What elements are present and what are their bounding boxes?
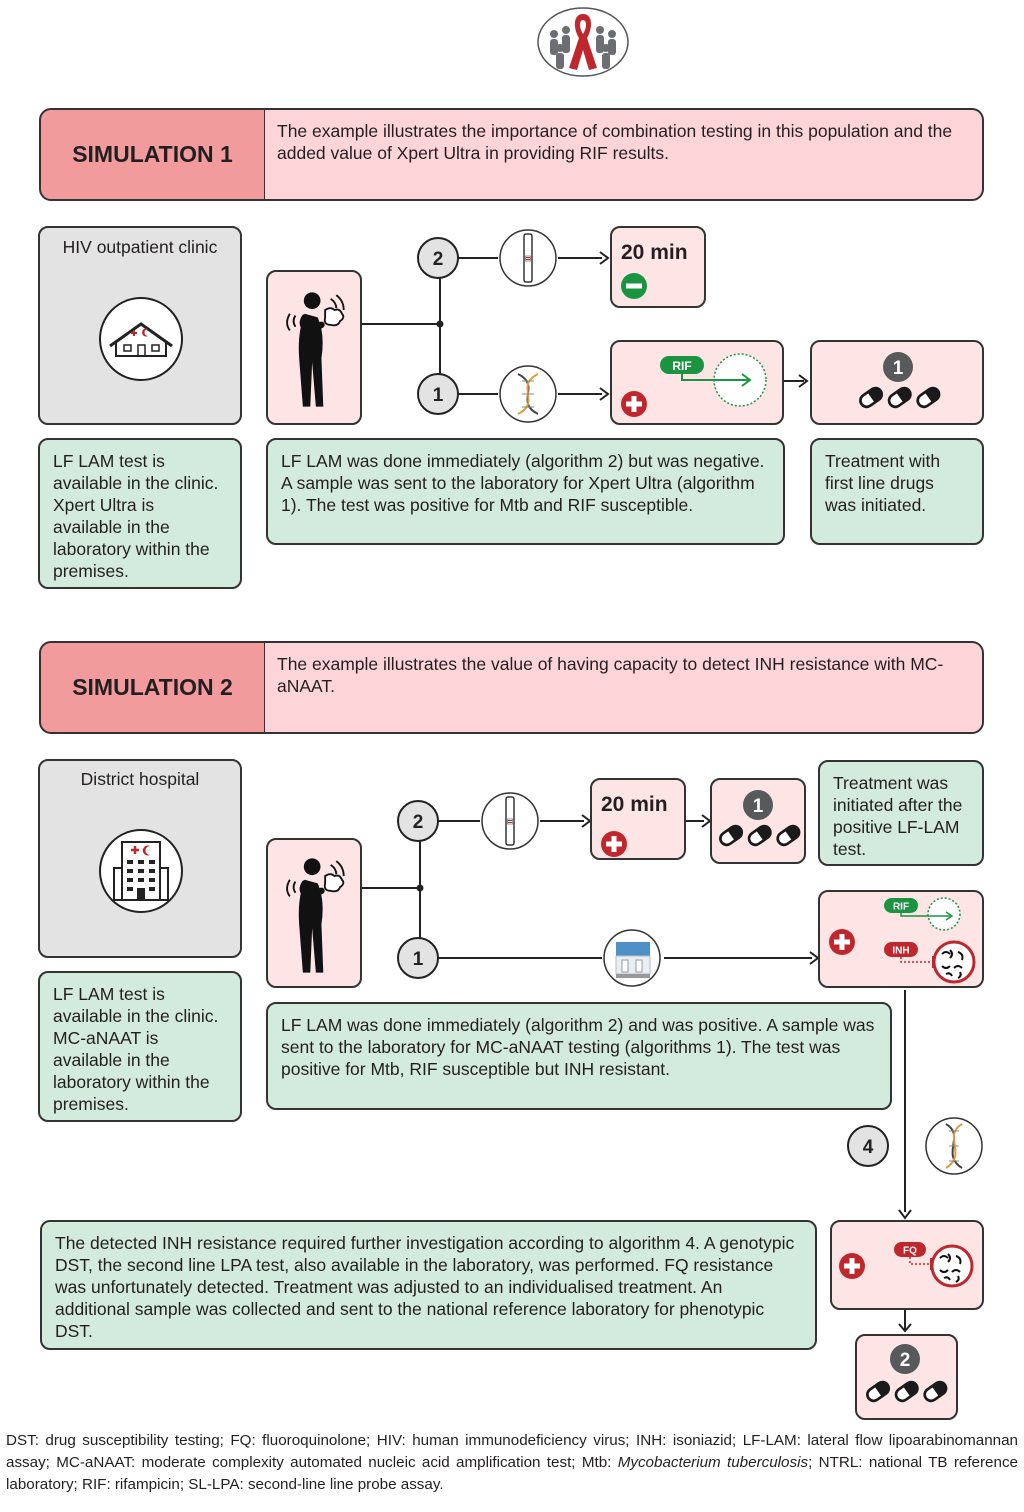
setting-availability-note: LF LAM test is available in the clinic. … [38, 971, 242, 1122]
hospital-building-icon [99, 829, 183, 913]
fq-resistant-icon: FQ [894, 1242, 974, 1288]
simulation-2-label: SIMULATION 2 [39, 641, 266, 734]
algorithm-1-number: 1 [413, 949, 424, 970]
algorithm-2-badge: 2 [397, 800, 439, 842]
regimen-2-number: 2 [900, 1350, 911, 1371]
first-line-treatment-card [810, 340, 984, 425]
lpa-to-regimen-connector [898, 1310, 912, 1333]
regimen-2-badge: 2 [890, 1344, 920, 1374]
regimen-1-number: 1 [753, 796, 764, 817]
algorithm-4-badge: 4 [847, 1125, 889, 1167]
abbreviations-footnote: DST: drug susceptibility testing; FQ: fl… [6, 1432, 1023, 1493]
algorithm-1-number: 1 [433, 385, 444, 406]
pills-icon [716, 818, 802, 854]
positive-result-icon [838, 1252, 866, 1280]
rif-tag-text: RIF [672, 359, 691, 373]
pills-icon [863, 1374, 949, 1410]
xpert-ultra-dna-icon [499, 365, 557, 423]
simulation-1-process-note: LF LAM was done immediately (algorithm 2… [266, 438, 785, 545]
setting-availability-note: LF LAM test is available in the clinic. … [38, 438, 242, 589]
turnaround-time-label: 20 min [601, 793, 668, 816]
coughing-patient-icon [276, 850, 352, 980]
algorithm-4-number: 4 [863, 1137, 874, 1158]
turnaround-time-label: 20 min [621, 241, 688, 264]
lf-lam-test-strip-icon [498, 228, 558, 288]
pills-icon [856, 380, 942, 416]
second-line-lpa-dna-icon [925, 1117, 983, 1175]
clinic-building-icon [99, 297, 183, 381]
simulation-2-flow-connectors [362, 814, 912, 1220]
simulation-1-flow-connectors [362, 251, 809, 401]
setting-place-label: District hospital [80, 769, 200, 789]
fq-tag-text: FQ [903, 1246, 917, 1257]
positive-result-icon [828, 928, 856, 956]
negative-result-icon [621, 273, 647, 299]
algorithm-1-badge: 1 [397, 937, 439, 979]
algorithm-2-number: 2 [413, 812, 424, 833]
simulation-2-further-investigation-note: The detected INH resistance required fur… [40, 1220, 817, 1350]
simulation-2-description: The example illustrates the value of hav… [265, 641, 984, 734]
coughing-patient-icon [276, 284, 352, 414]
algorithm-2-number: 2 [433, 249, 444, 270]
simulation-1-description: The example illustrates the importance o… [265, 108, 984, 201]
rif-tag-text: RIF [893, 902, 909, 913]
algorithm-2-badge: 2 [417, 237, 459, 279]
rif-susceptible-inh-resistant-icon: RIF INH [884, 897, 976, 984]
setting-place-label: HIV outpatient clinic [62, 237, 218, 257]
mc-anaat-analyser-icon [603, 929, 661, 987]
simulation-2-process-note: LF LAM was done immediately (algorithm 2… [266, 1002, 892, 1110]
positive-result-icon [600, 830, 628, 858]
regimen-1-number: 1 [893, 358, 904, 379]
simulation-1-label: SIMULATION 1 [39, 108, 266, 201]
inh-tag-text: INH [892, 946, 909, 957]
positive-result-icon [620, 390, 648, 418]
algorithm-1-badge: 1 [417, 373, 459, 415]
regimen-1-badge: 1 [883, 352, 913, 382]
simulation-1-treatment-note: Treatment with first line drugs was init… [810, 438, 984, 545]
lf-lam-test-strip-icon [480, 791, 540, 851]
regimen-1-badge: 1 [743, 790, 773, 820]
crowd-ribbon-logo-icon [537, 7, 629, 77]
simulation-2-treatment-note: Treatment was initiated after the positi… [818, 760, 984, 866]
rif-susceptible-icon: RIF [660, 353, 767, 407]
